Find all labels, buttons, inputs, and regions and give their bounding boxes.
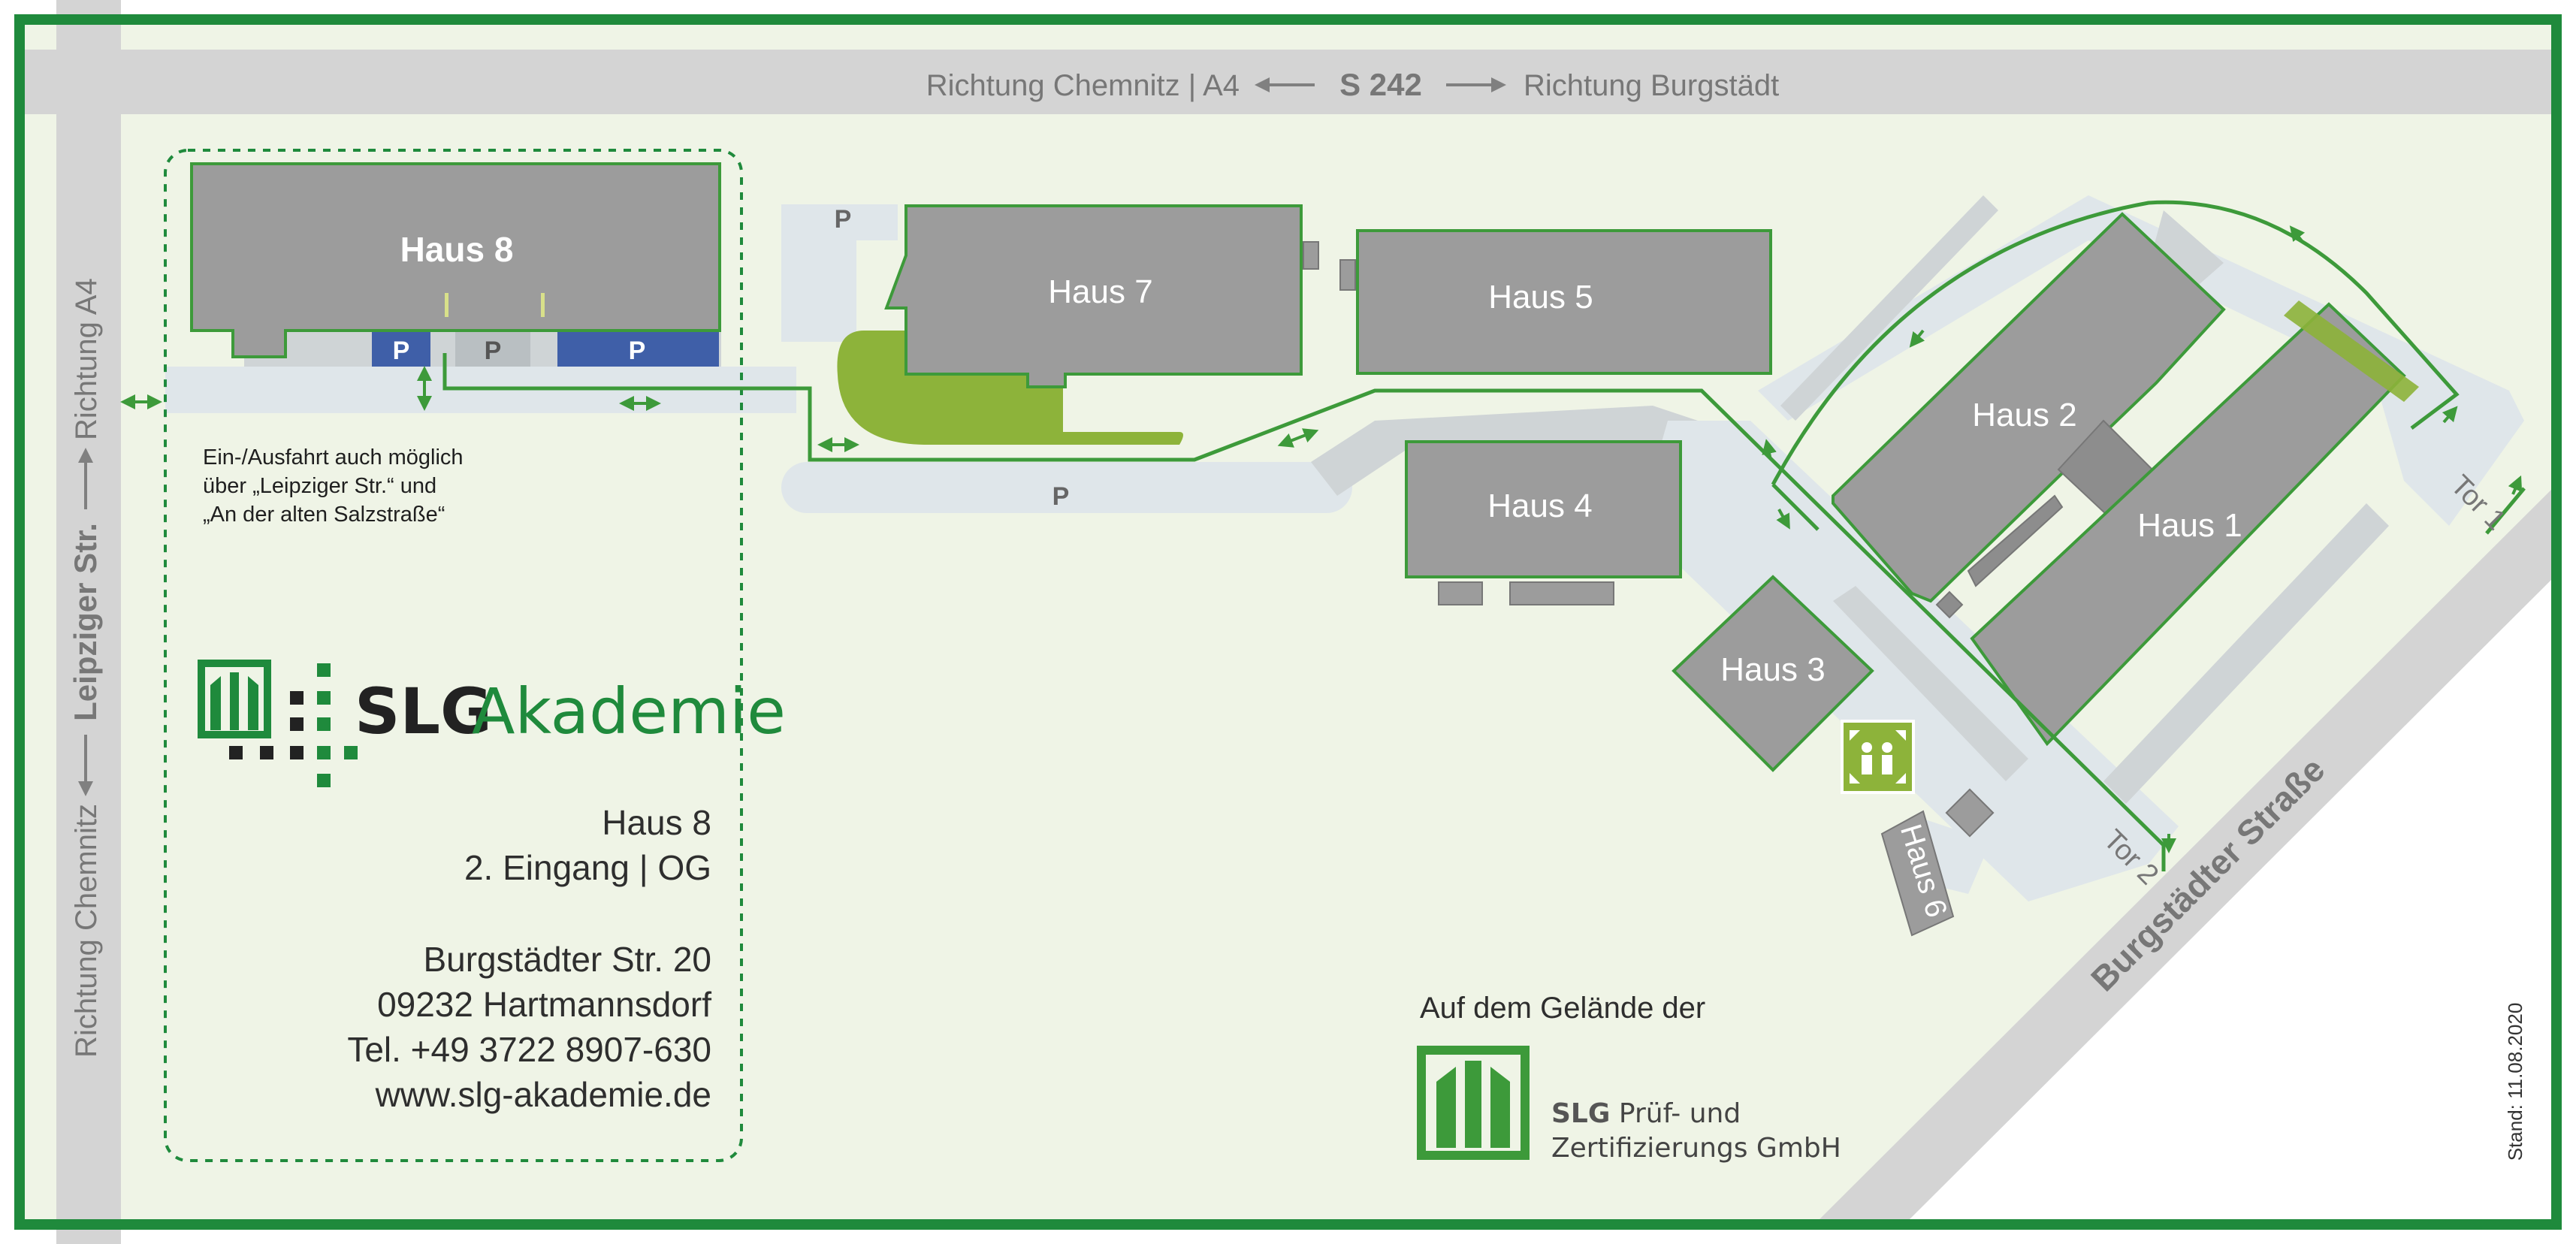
road-label-richtung-chemnitz: Richtung Chemnitz xyxy=(70,804,103,1058)
address-street: Burgstädter Str. 20 xyxy=(423,940,711,979)
label-haus1: Haus 1 xyxy=(2137,507,2242,544)
company-slg: SLG xyxy=(1551,1098,1611,1129)
map-frame xyxy=(14,14,2562,1230)
routes xyxy=(442,200,2526,871)
parking-label-3: P xyxy=(629,337,646,365)
building-haus3 xyxy=(1672,575,1874,772)
parking-label-1: P xyxy=(393,337,410,365)
parking-label-2: P xyxy=(485,337,502,365)
left-road-labels: Leipziger Str. Richtung A4 Richtung Chem… xyxy=(68,278,103,1058)
label-haus4: Haus 4 xyxy=(1487,488,1592,524)
entrance-note-line3: „An der alten Salzstraße“ xyxy=(203,503,445,527)
logo-text-slg: SLG xyxy=(355,675,492,748)
building-haus7 xyxy=(884,204,1303,388)
direction-arrow-icon xyxy=(1762,225,2523,853)
label-haus7: Haus 7 xyxy=(1048,273,1152,310)
grounds-caption: Auf dem Gelände der xyxy=(1420,992,1706,1025)
label-haus5: Haus 5 xyxy=(1488,279,1593,316)
entrance-note-line2: über „Leipziger Str.“ und xyxy=(203,474,437,498)
assembly-point-icon xyxy=(1841,720,1915,794)
road-label-richtung-a4: Richtung A4 xyxy=(70,278,103,440)
building-haus5 xyxy=(1356,229,1772,375)
road-label-top-right: Richtung Burgstädt xyxy=(1524,69,1779,102)
building-haus1 xyxy=(1970,302,2406,747)
address-website[interactable]: www.slg-akademie.de xyxy=(375,1075,711,1114)
company-line1: Prüf- und xyxy=(1618,1098,1741,1129)
parking-blue-1 xyxy=(372,331,430,367)
address-entrance: 2. Eingang | OG xyxy=(464,848,711,887)
road-leipziger xyxy=(56,0,121,1244)
road-label-s242: S 242 xyxy=(1339,67,1422,102)
address-city: 09232 Hartmannsdorf xyxy=(377,985,711,1024)
company-line2: Zertifizierungs GmbH xyxy=(1551,1133,1841,1164)
road-s242 xyxy=(15,50,2560,114)
road-label-leipziger: Leipziger Str. xyxy=(68,523,103,721)
slg-pruef-logo-icon xyxy=(1417,1046,1530,1160)
address-phone: Tel. +49 3722 8907-630 xyxy=(347,1030,711,1069)
haus8-area-outline xyxy=(164,149,743,1162)
label-haus3: Haus 3 xyxy=(1720,651,1825,688)
label-haus8: Haus 8 xyxy=(400,230,514,269)
parking-blue-2 xyxy=(557,331,719,367)
logo-text-akademie: Akademie xyxy=(472,675,786,748)
slg-akademie-logo-icon xyxy=(198,660,358,787)
date-stamp: Stand: 11.08.2020 xyxy=(2504,1003,2526,1161)
parking-gray xyxy=(455,331,530,367)
company-name: SLG Prüf- und Zertifizierungs GmbH xyxy=(1551,1097,1841,1166)
parking-label-4: P xyxy=(835,205,852,234)
entrance-note: Ein-/Ausfahrt auch möglich über „Leipzig… xyxy=(203,443,563,529)
parking-label-5: P xyxy=(1052,482,1070,511)
road-strips xyxy=(1780,195,2389,804)
road-label-top-left: Richtung Chemnitz | A4 xyxy=(926,69,1240,102)
address-building: Haus 8 xyxy=(602,803,711,842)
label-haus2: Haus 2 xyxy=(1972,397,2076,433)
building-haus8 xyxy=(190,162,721,358)
buildings xyxy=(190,162,2419,937)
double-arrow-icon xyxy=(120,366,1319,452)
road-burgstaedter xyxy=(1810,481,2560,1228)
building-haus6 xyxy=(1880,810,1955,937)
building-haus4 xyxy=(1405,440,1682,578)
entrance-note-line1: Ein-/Ausfahrt auch möglich xyxy=(203,445,464,470)
